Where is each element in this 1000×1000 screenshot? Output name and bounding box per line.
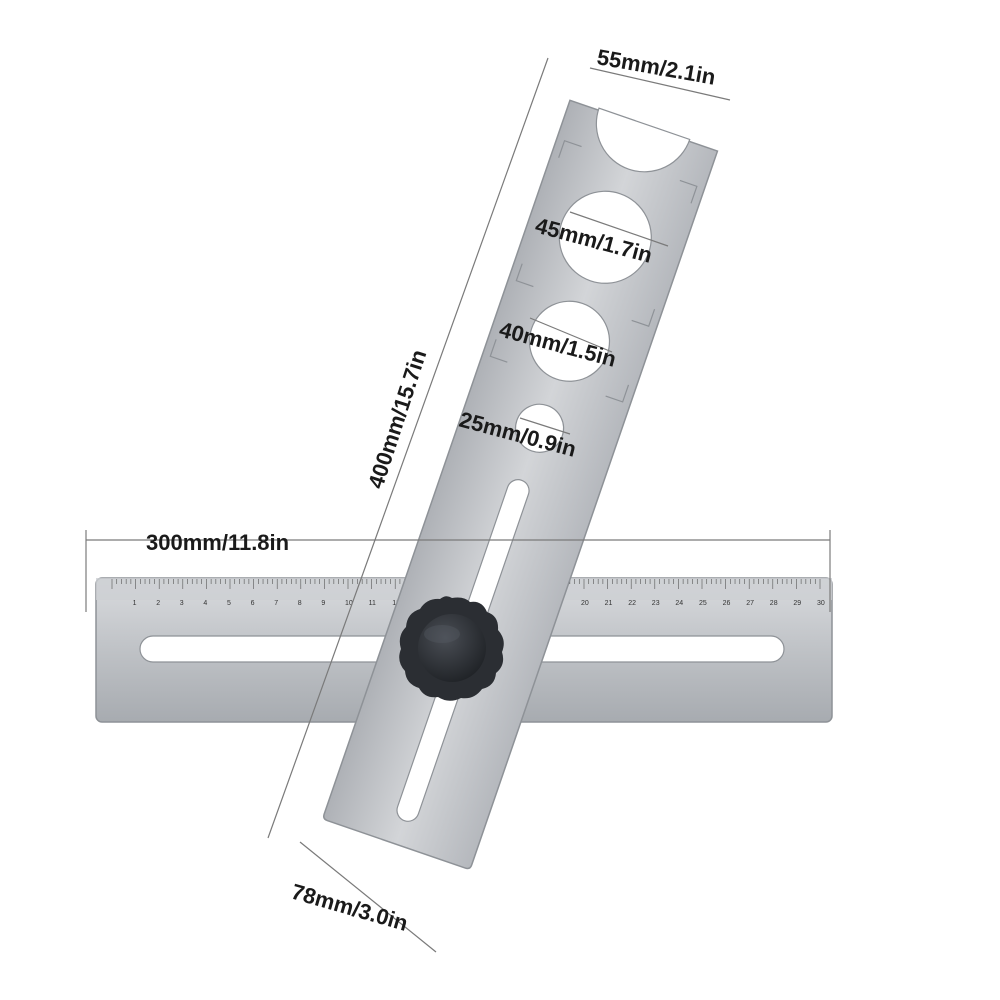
ruler-tick-label: 1 (133, 600, 137, 607)
hole-40mm (528, 300, 611, 382)
ruler-tick-label: 7 (274, 600, 278, 607)
long-arm-width-label: 78mm/3.0in (289, 879, 411, 936)
ruler-tick-label: 10 (345, 600, 353, 607)
ruler-scale: 1234567891011122021222324252627282930 (111, 579, 825, 607)
ruler-tick-label: 9 (321, 600, 325, 607)
ruler-tick-label: 8 (298, 600, 302, 607)
ruler-tick-label: 11 (369, 600, 376, 607)
ruler-tick-label: 26 (723, 600, 731, 607)
long-arm-length-label: 400mm/15.7in (363, 347, 431, 492)
ruler-tick-label: 23 (652, 600, 660, 607)
ruler-tick-label: 24 (675, 600, 683, 607)
ruler-tick-label: 28 (770, 600, 778, 607)
ruler-tick-label: 5 (227, 600, 231, 607)
ruler-tick-label: 6 (251, 600, 255, 607)
ruler-tick-label: 25 (699, 600, 707, 607)
ruler-tick-label: 3 (180, 600, 184, 607)
ruler-tick-label: 27 (746, 600, 754, 607)
dimension-lines (85, 57, 831, 953)
ruler-tick-label: 29 (793, 600, 801, 607)
hole-55mm (595, 107, 691, 173)
ruler-tick-label: 21 (605, 600, 613, 607)
hole-25mm (514, 403, 565, 453)
ruler-tick-label: 4 (203, 600, 207, 607)
hole-45mm (558, 190, 652, 284)
ruler-tick-label: 2 (156, 600, 160, 607)
short-arm-length-label: 300mm/11.8in (146, 530, 289, 555)
ruler-tick-label: 20 (581, 600, 589, 607)
ruler-tick-label: 30 (817, 600, 825, 607)
ruler-tick-label: 22 (628, 600, 636, 607)
locking-knob (399, 596, 504, 701)
